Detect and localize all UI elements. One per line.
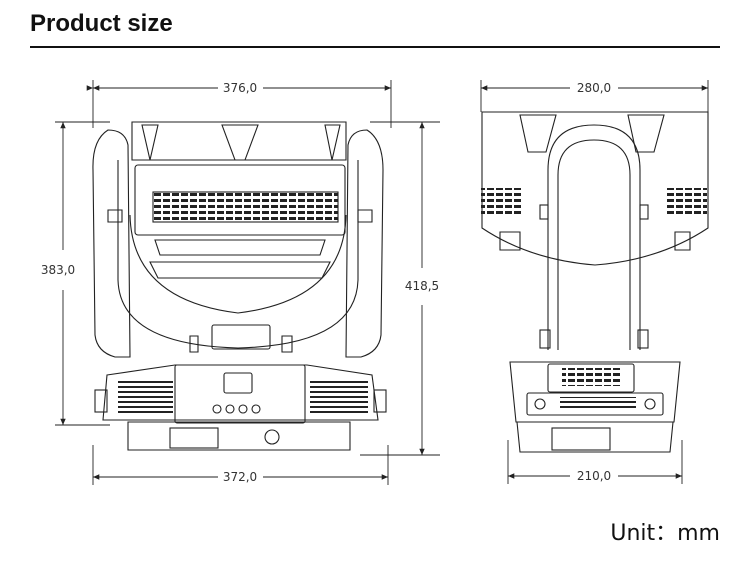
side-dimensions <box>480 80 709 484</box>
front-width-top-label: 376,0 <box>223 81 257 95</box>
front-view <box>92 121 387 451</box>
page-title: Product size <box>30 10 173 37</box>
side-view <box>481 111 709 453</box>
front-height-right-label: 418,5 <box>405 279 439 293</box>
unit-label: Unit：mm <box>610 521 720 546</box>
side-width-top-label: 280,0 <box>577 81 611 95</box>
front-dimensions <box>55 80 440 485</box>
front-height-left-label: 383,0 <box>41 263 75 277</box>
front-width-bottom-label: 372,0 <box>223 470 257 484</box>
side-width-bottom-label: 210,0 <box>577 469 611 483</box>
title-divider <box>30 46 720 48</box>
